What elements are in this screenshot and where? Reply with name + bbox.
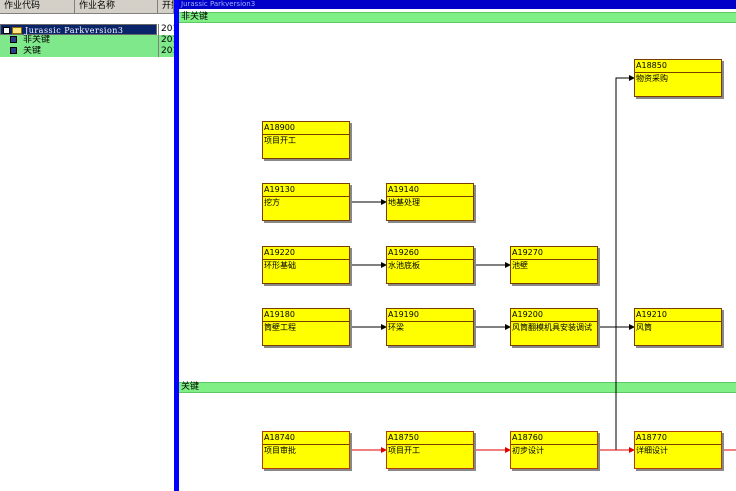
activity-name: 风筒翻模机具安装调试 [512, 323, 592, 332]
activity-name: 物资采购 [636, 74, 668, 83]
band-critical[interactable]: 关键 [179, 382, 736, 393]
pane-splitter[interactable] [174, 0, 179, 491]
activity-box-critical[interactable]: A18740 项目审批 [262, 431, 350, 469]
column-header-start[interactable]: 开始 [158, 0, 174, 13]
group-icon [10, 46, 17, 54]
activity-box[interactable]: A19140 地基处理 [386, 183, 474, 221]
activity-name: 初步设计 [512, 446, 544, 455]
pane-title-strip: Jurassic Parkversion3 [179, 0, 736, 9]
activity-box[interactable]: A19190 环梁 [386, 308, 474, 346]
activity-name: 风筒 [636, 323, 652, 332]
activity-id: A18850 [636, 61, 667, 70]
activity-name: 项目审批 [264, 446, 296, 455]
activity-box[interactable]: A18900 项目开工 [262, 121, 350, 159]
group-icon [10, 35, 17, 43]
collapse-icon[interactable]: − [3, 25, 10, 34]
activity-box[interactable]: A18850 物资采购 [634, 59, 722, 97]
activity-id: A18760 [512, 433, 543, 442]
activity-name: 水池底板 [388, 261, 420, 270]
activity-name: 地基处理 [388, 198, 420, 207]
group-label: 关键 [23, 46, 42, 56]
table-header: 作业代码 作业名称 开始 [0, 0, 174, 14]
activity-box[interactable]: A19200 风筒翻模机具安装调试 [510, 308, 598, 346]
band-noncritical[interactable]: 非关键 [179, 12, 736, 23]
group-start: 201 [158, 46, 174, 57]
activity-id: A19190 [388, 310, 419, 319]
activity-name: 环形基础 [264, 261, 296, 270]
folder-icon [12, 26, 22, 34]
project-start: 201 [158, 24, 174, 35]
relationship-lines [350, 75, 736, 453]
activity-id: A19260 [388, 248, 419, 257]
activity-name: 项目开工 [264, 136, 296, 145]
activity-box[interactable]: A19260 水池底板 [386, 246, 474, 284]
group-label: 非关键 [23, 35, 51, 45]
activity-id: A19220 [264, 248, 295, 257]
activity-name: 项目开工 [388, 446, 420, 455]
activity-box[interactable]: A19130 挖方 [262, 183, 350, 221]
activity-id: A18750 [388, 433, 419, 442]
activity-id: A19140 [388, 185, 419, 194]
activity-name: 筒壁工程 [264, 323, 296, 332]
activity-name: 环梁 [388, 323, 404, 332]
activity-name: 挖方 [264, 198, 280, 207]
group-row-noncritical[interactable]: 非关键 201 [0, 35, 174, 46]
activity-box-critical[interactable]: A18770 详细设计 [634, 431, 722, 469]
activity-box-critical[interactable]: A18750 项目开工 [386, 431, 474, 469]
activity-id: A18770 [636, 433, 667, 442]
project-row[interactable]: − Jurassic Parkversion3 201 [0, 24, 174, 35]
activity-id: A19180 [264, 310, 295, 319]
activity-id: A18740 [264, 433, 295, 442]
activity-box[interactable]: A19180 筒壁工程 [262, 308, 350, 346]
activity-table-pane: 作业代码 作业名称 开始 −Jurassic Parkversion3 201 … [0, 0, 174, 491]
column-header-activity-id[interactable]: 作业代码 [0, 0, 75, 13]
activity-box[interactable]: A19270 池壁 [510, 246, 598, 284]
column-header-activity-name[interactable]: 作业名称 [75, 0, 158, 13]
activity-id: A19210 [636, 310, 667, 319]
activity-id: A19130 [264, 185, 295, 194]
link-line [598, 75, 635, 451]
activity-name: 池壁 [512, 261, 528, 270]
activity-box[interactable]: A19210 风筒 [634, 308, 722, 346]
network-diagram-pane: Jurassic Parkversion3 非关键 关键 A18900 项目开工… [179, 0, 736, 491]
activity-id: A19200 [512, 310, 543, 319]
group-row-critical[interactable]: 关键 201 [0, 46, 174, 57]
activity-name: 详细设计 [636, 446, 668, 455]
activity-box-critical[interactable]: A18760 初步设计 [510, 431, 598, 469]
activity-box[interactable]: A19220 环形基础 [262, 246, 350, 284]
project-name: Jurassic Parkversion3 [25, 26, 124, 35]
activity-id: A18900 [264, 123, 295, 132]
group-start: 201 [158, 35, 174, 46]
activity-id: A19270 [512, 248, 543, 257]
